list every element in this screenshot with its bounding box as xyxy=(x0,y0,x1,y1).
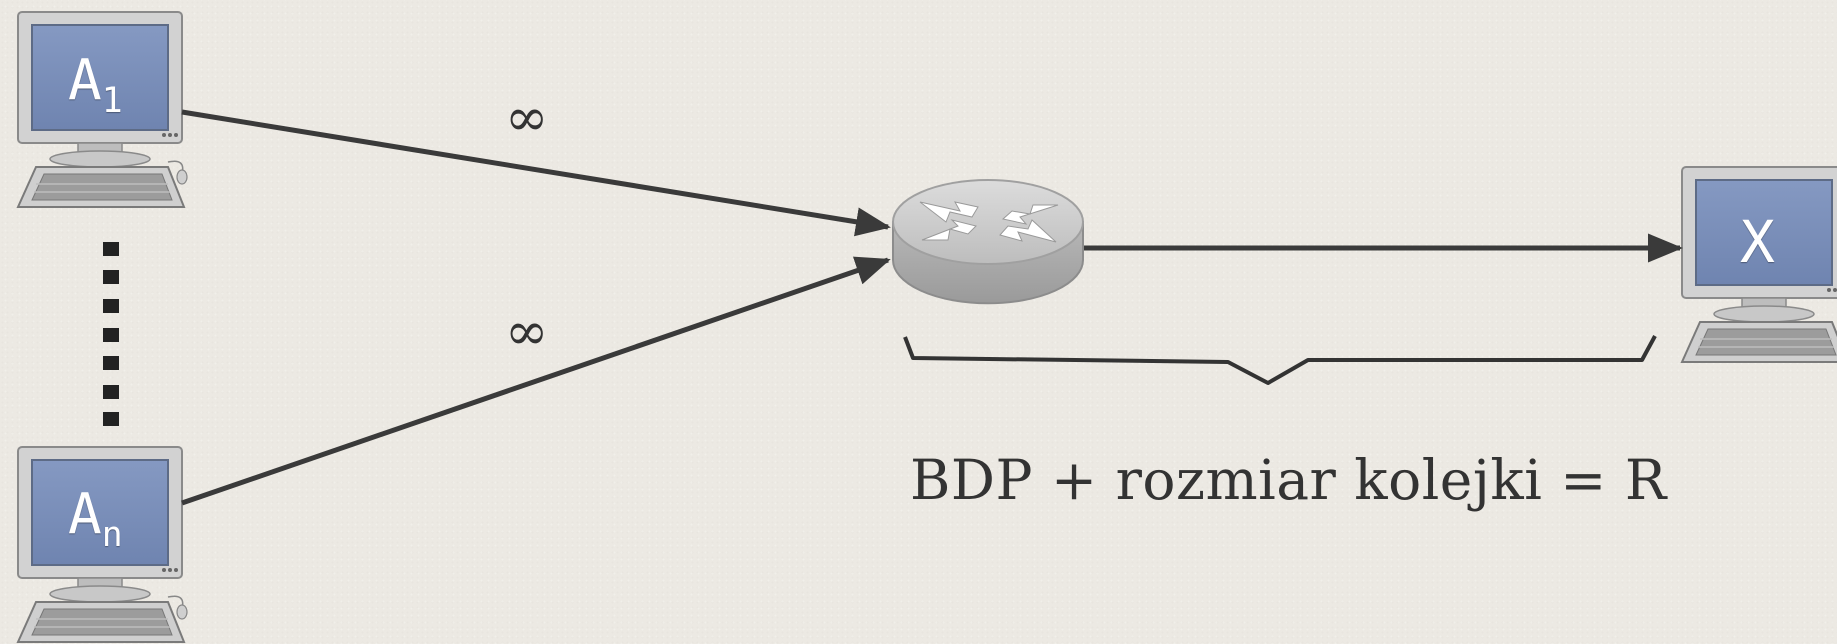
link-an-to-router xyxy=(181,256,891,506)
router-icon xyxy=(892,179,1084,305)
host-a1-label: A1 xyxy=(68,48,123,122)
bottleneck-formula-label: BDP + rozmiar kolejki = R xyxy=(910,448,1667,512)
computer-a1-icon xyxy=(16,11,188,208)
link-top-capacity-label: ∞ xyxy=(505,88,549,148)
bottleneck-brace xyxy=(903,335,1657,385)
host-an-label: An xyxy=(68,482,123,556)
computer-x-icon xyxy=(1680,166,1837,363)
link-a1-to-router xyxy=(181,109,891,237)
link-bottom-capacity-label: ∞ xyxy=(505,302,549,362)
host-x-label: X xyxy=(1740,208,1775,276)
vertical-ellipsis-dots xyxy=(103,242,119,426)
computer-an-icon xyxy=(16,446,188,643)
